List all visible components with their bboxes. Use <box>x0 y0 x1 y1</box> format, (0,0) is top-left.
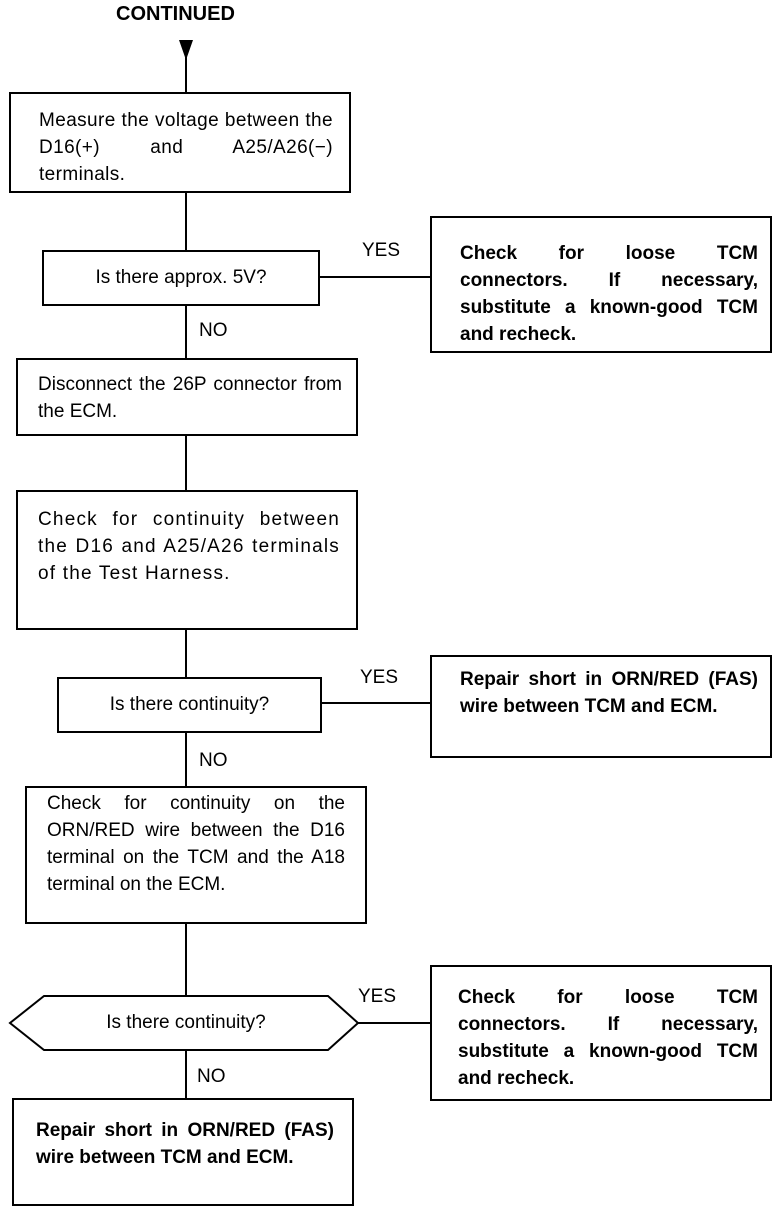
no-label: NO <box>197 1066 226 1087</box>
continuity-decision: Is there continuity? <box>57 677 322 733</box>
disconnect-connector-text: Disconnect the 26P connector from the EC… <box>38 374 342 422</box>
continuity-decision-hexagon-text: Is there continuity? <box>106 1012 266 1033</box>
check-tcm-outcome: Check for loose TCM connectors. If neces… <box>430 965 772 1101</box>
measure-voltage-text: Measure the voltage between the D16(+) a… <box>39 110 333 185</box>
down-arrow-icon <box>179 40 193 60</box>
yes-label: YES <box>360 667 399 688</box>
yes-label: YES <box>362 240 401 261</box>
approx-5v-decision: Is there approx. 5V? <box>42 250 320 306</box>
no-label: NO <box>199 320 228 341</box>
check-tcm-outcome: Check for loose TCM connectors. If neces… <box>430 216 772 353</box>
check-continuity-harness-text: Check for continuity between the D16 and… <box>38 509 340 584</box>
continuity-decision-text: Is there continuity? <box>109 694 270 715</box>
repair-short-outcome: Repair short in ORN/RED (FAS) wire betwe… <box>430 655 772 758</box>
check-tcm-text: Check for loose TCM connectors. If neces… <box>458 987 758 1089</box>
check-continuity-orn-red-step: Check for continuity on the ORN/RED wire… <box>25 786 367 924</box>
repair-short-outcome: Repair short in ORN/RED (FAS) wire betwe… <box>12 1098 354 1206</box>
check-tcm-text: Check for loose TCM connectors. If neces… <box>460 243 758 345</box>
decision-hexagon <box>8 995 360 1051</box>
continued-label: CONTINUED <box>116 3 235 25</box>
repair-short-text: Repair short in ORN/RED (FAS) wire betwe… <box>460 669 758 717</box>
repair-short-text: Repair short in ORN/RED (FAS) wire betwe… <box>36 1120 334 1168</box>
approx-5v-text: Is there approx. 5V? <box>95 267 267 288</box>
disconnect-connector-step: Disconnect the 26P connector from the EC… <box>16 358 358 436</box>
measure-voltage-step: Measure the voltage between the D16(+) a… <box>9 92 351 193</box>
check-continuity-orn-red-text: Check for continuity on the ORN/RED wire… <box>47 793 345 895</box>
yes-label: YES <box>358 986 397 1007</box>
check-continuity-harness-step: Check for continuity between the D16 and… <box>16 490 358 630</box>
no-label: NO <box>199 750 228 771</box>
